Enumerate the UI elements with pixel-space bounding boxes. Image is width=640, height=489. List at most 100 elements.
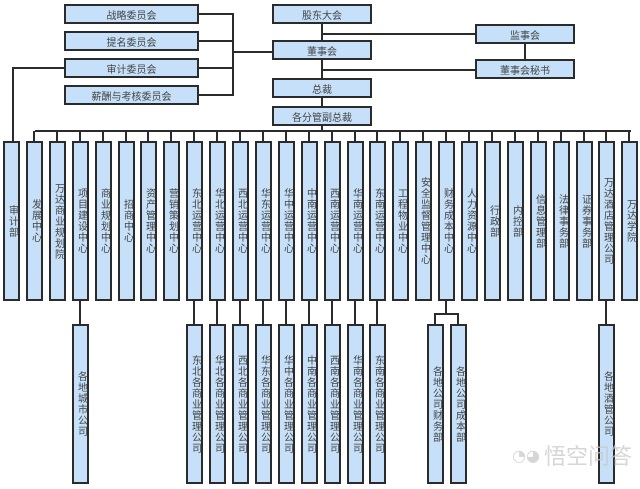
committee-audit: 审计委员会 (64, 58, 199, 78)
department-box: 招商中心 (118, 141, 135, 301)
department-box: 商业规划中心 (95, 141, 112, 301)
audit-department: 审计部 (3, 141, 20, 301)
sub-unit-box: 华中各商业管理公司 (278, 324, 295, 484)
connector (232, 13, 234, 96)
connector (216, 301, 218, 324)
node-board-secretary: 董事会秘书 (475, 59, 575, 79)
connector (193, 131, 195, 141)
connector (193, 301, 195, 324)
sub-unit-box: 华南各商业管理公司 (347, 324, 364, 484)
node-label: 东北运营中心 (189, 188, 201, 254)
node-label: 发展中心 (29, 199, 41, 243)
connector (628, 131, 630, 141)
node-label: 各地公司财务部 (430, 365, 442, 443)
node-shareholders: 股东大会 (272, 4, 372, 24)
node-label: 行政部 (487, 204, 499, 238)
department-box: 华北运营中心 (209, 141, 226, 301)
node-label: 华中各商业管理公司 (281, 354, 293, 454)
watermark-text: 悟空问答 (543, 445, 632, 470)
department-box: 中南运营中心 (301, 141, 318, 301)
connector (239, 301, 241, 324)
department-box: 西北运营中心 (232, 141, 249, 301)
node-label: 华南各商业管理公司 (350, 354, 362, 454)
sub-unit-box: 西北各商业管理公司 (232, 324, 249, 484)
node-label: 各地酒管公司 (601, 371, 613, 437)
department-box: 华南运营中心 (347, 141, 364, 301)
department-box: 华东运营中心 (255, 141, 272, 301)
department-box: 发展中心 (26, 141, 43, 301)
connector (457, 313, 459, 324)
department-box: 信息管理部 (530, 141, 547, 301)
department-box: 东南运营中心 (369, 141, 386, 301)
node-label: 西南各商业管理公司 (327, 354, 339, 454)
sub-unit-box: 中南各商业管理公司 (301, 324, 318, 484)
department-box: 营销策划中心 (163, 141, 180, 301)
connector (445, 131, 447, 141)
node-label: 总裁 (312, 84, 332, 96)
connector (79, 301, 81, 324)
connector (605, 301, 607, 324)
node-label: 营销策划中心 (166, 188, 178, 254)
sub-unit-box: 各地公司成本部 (450, 324, 467, 484)
node-label: 中南运营中心 (304, 188, 316, 254)
department-box: 华中运营中心 (278, 141, 295, 301)
node-label: 提名委员会 (106, 37, 157, 49)
node-label: 华南运营中心 (350, 188, 362, 254)
node-label: 西北各商业管理公司 (235, 354, 247, 454)
node-label: 信息管理部 (533, 193, 545, 249)
watermark: ◔◕ 悟空问答 (512, 439, 632, 471)
wukong-logo-icon: ◔◕ (512, 445, 540, 465)
sub-unit-box: 各地城市公司 (72, 324, 89, 484)
connector (322, 69, 475, 71)
department-box: 安全监督管理中心 (415, 141, 432, 301)
department-box: 法律事务部 (553, 141, 570, 301)
connector (285, 301, 287, 324)
connector (285, 131, 287, 141)
connector (199, 13, 233, 15)
connector (321, 23, 323, 41)
connector (102, 131, 104, 141)
connector (445, 301, 447, 313)
node-vice-presidents: 各分管副总裁 (272, 106, 372, 126)
connector (262, 131, 264, 141)
sub-unit-box: 各地公司财务部 (427, 324, 444, 484)
department-box: 行政部 (484, 141, 501, 301)
node-label: 东南各商业管理公司 (372, 354, 384, 454)
node-label: 华北各商业管理公司 (212, 354, 224, 454)
connector (199, 40, 233, 42)
node-label: 商业规划中心 (98, 188, 110, 254)
committee-strategy: 战略委员会 (64, 4, 199, 24)
department-box: 万达学院 (621, 141, 638, 301)
connector (12, 67, 64, 69)
node-board: 董事会 (272, 40, 372, 60)
connector (491, 131, 493, 141)
node-label: 招商中心 (121, 199, 133, 243)
connector (233, 51, 273, 53)
node-label: 万达酒店管理公司 (601, 177, 613, 265)
connector (35, 130, 631, 132)
connector (331, 131, 333, 141)
connector (239, 131, 241, 141)
node-label: 各地城市公司 (75, 371, 87, 437)
sub-unit-box: 东北各商业管理公司 (186, 324, 203, 484)
node-label: 西北运营中心 (235, 188, 247, 254)
department-box: 资产管理中心 (140, 141, 157, 301)
sub-unit-box: 华北各商业管理公司 (209, 324, 226, 484)
connector (125, 131, 127, 141)
connector (216, 131, 218, 141)
department-box: 万达商业规划院 (49, 141, 66, 301)
sub-unit-box: 东南各商业管理公司 (369, 324, 386, 484)
department-box: 万达酒店管理公司 (598, 141, 615, 301)
node-label: 董事会秘书 (500, 65, 550, 77)
committee-compensation: 薪酬与考核委员会 (64, 85, 199, 105)
connector (537, 131, 539, 141)
node-label: 董事会 (307, 46, 337, 58)
sub-unit-box: 西南各商业管理公司 (324, 324, 341, 484)
connector (605, 131, 607, 141)
node-label: 审计委员会 (106, 64, 157, 76)
department-box: 内控部 (507, 141, 524, 301)
node-label: 工程物业中心 (395, 188, 407, 254)
node-label: 东南运营中心 (372, 188, 384, 254)
connector (33, 131, 35, 141)
connector (321, 97, 323, 107)
